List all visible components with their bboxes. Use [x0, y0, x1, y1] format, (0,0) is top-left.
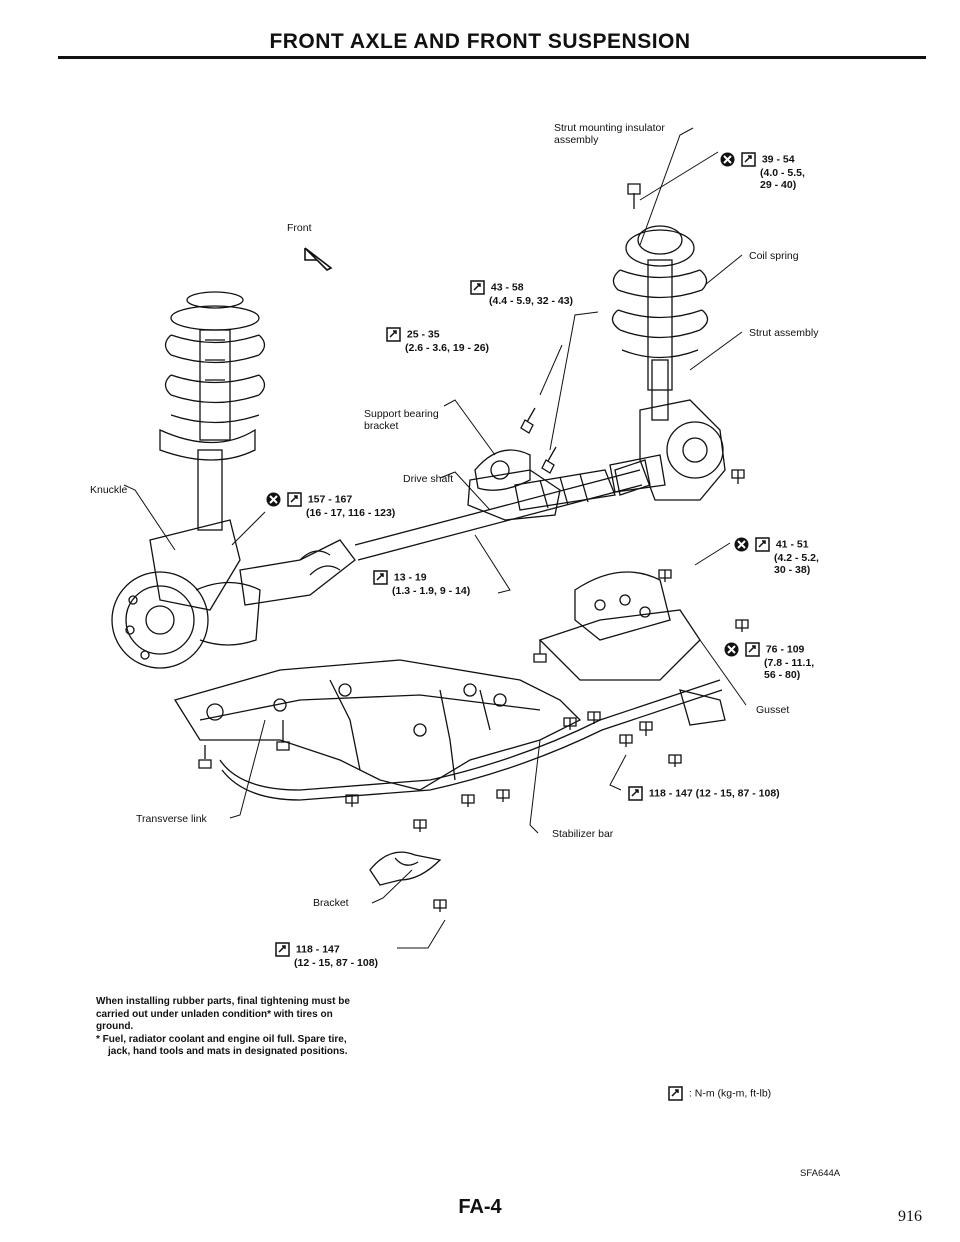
torque-wrench-icon — [745, 642, 760, 657]
transverse-link-illustration — [173, 571, 701, 791]
note-main: When installing rubber parts, final tigh… — [96, 996, 350, 1032]
torque-118-147-bracket: 118 - 147 (12 - 15, 87 - 108) — [275, 942, 378, 969]
knuckle-label: Knuckle — [90, 484, 128, 496]
right-strut-illustration — [609, 225, 726, 501]
torque-25-35: 25 - 35 (2.6 - 3.6, 19 - 26) — [386, 327, 489, 354]
replace-nut-icon — [266, 492, 281, 507]
torque-legend: : N-m (kg-m, ft-lb) — [668, 1086, 771, 1101]
bolts-illustration — [198, 183, 749, 912]
support-bearing-illustration — [474, 449, 531, 491]
section-page-id: FA-4 — [458, 1196, 502, 1218]
torque-wrench-icon — [275, 942, 290, 957]
installation-note: When installing rubber parts, final tigh… — [96, 996, 356, 1059]
replace-nut-icon — [734, 537, 749, 552]
title-rule — [58, 56, 926, 59]
torque-wrench-icon — [755, 537, 770, 552]
torque-76-109: 76 - 109 (7.8 - 11.1, 56 - 80) — [724, 642, 814, 681]
gusset-label: Gusset — [756, 704, 790, 716]
legend-text: : N-m (kg-m, ft-lb) — [688, 1087, 772, 1100]
replace-nut-icon — [724, 642, 739, 657]
replace-nut-icon — [720, 152, 735, 167]
gusset-illustration — [679, 689, 726, 726]
leader-lines — [123, 127, 747, 949]
torque-wrench-icon — [386, 327, 401, 342]
torque-wrench-icon — [628, 786, 643, 801]
torque-118-147-stabilizer: 118 - 147 (12 - 15, 87 - 108) — [628, 786, 780, 801]
bracket-illustration — [369, 851, 442, 886]
torque-157-167: 157 - 167 (16 - 17, 116 - 123) — [266, 492, 395, 519]
transverse-link-label: Transverse link — [136, 813, 207, 825]
torque-41-51: 41 - 51 (4.2 - 5.2, 30 - 38) — [734, 537, 819, 576]
page-title: FRONT AXLE AND FRONT SUSPENSION — [269, 30, 691, 53]
torque-wrench-icon — [373, 570, 388, 585]
stabilizer-bar-label: Stabilizer bar — [552, 828, 614, 840]
note-bullet: * Fuel, radiator coolant and engine oil … — [96, 1033, 348, 1058]
torque-39-54: 39 - 54 (4.0 - 5.5, 29 - 40) — [720, 152, 805, 191]
torque-wrench-icon — [741, 152, 756, 167]
page-number: 916 — [898, 1208, 922, 1225]
torque-13-19: 13 - 19 (1.3 - 1.9, 9 - 14) — [373, 570, 470, 597]
torque-wrench-icon — [668, 1086, 683, 1101]
bracket-label: Bracket — [313, 897, 349, 909]
strut-assembly-label: Strut assembly — [749, 327, 819, 339]
front-label: Front — [287, 222, 312, 234]
figure-code: SFA644A — [800, 1168, 841, 1179]
front-arrow-icon — [304, 247, 333, 271]
coil-spring-label: Coil spring — [749, 250, 799, 262]
torque-43-58: 43 - 58 (4.4 - 5.9, 32 - 43) — [470, 280, 573, 307]
drive-shaft-right-illustration — [467, 459, 651, 521]
strut-mounting-insulator-label: Strut mounting insulator assembly — [554, 122, 665, 146]
stabilizer-bar-illustration — [219, 679, 723, 801]
torque-wrench-icon — [470, 280, 485, 295]
support-bearing-bracket-label: Support bearing bracket — [364, 408, 439, 432]
drive-shaft-left-illustration — [239, 469, 643, 606]
left-strut-illustration — [111, 291, 266, 669]
drive-shaft-label: Drive shaft — [403, 473, 454, 485]
torque-wrench-icon — [287, 492, 302, 507]
